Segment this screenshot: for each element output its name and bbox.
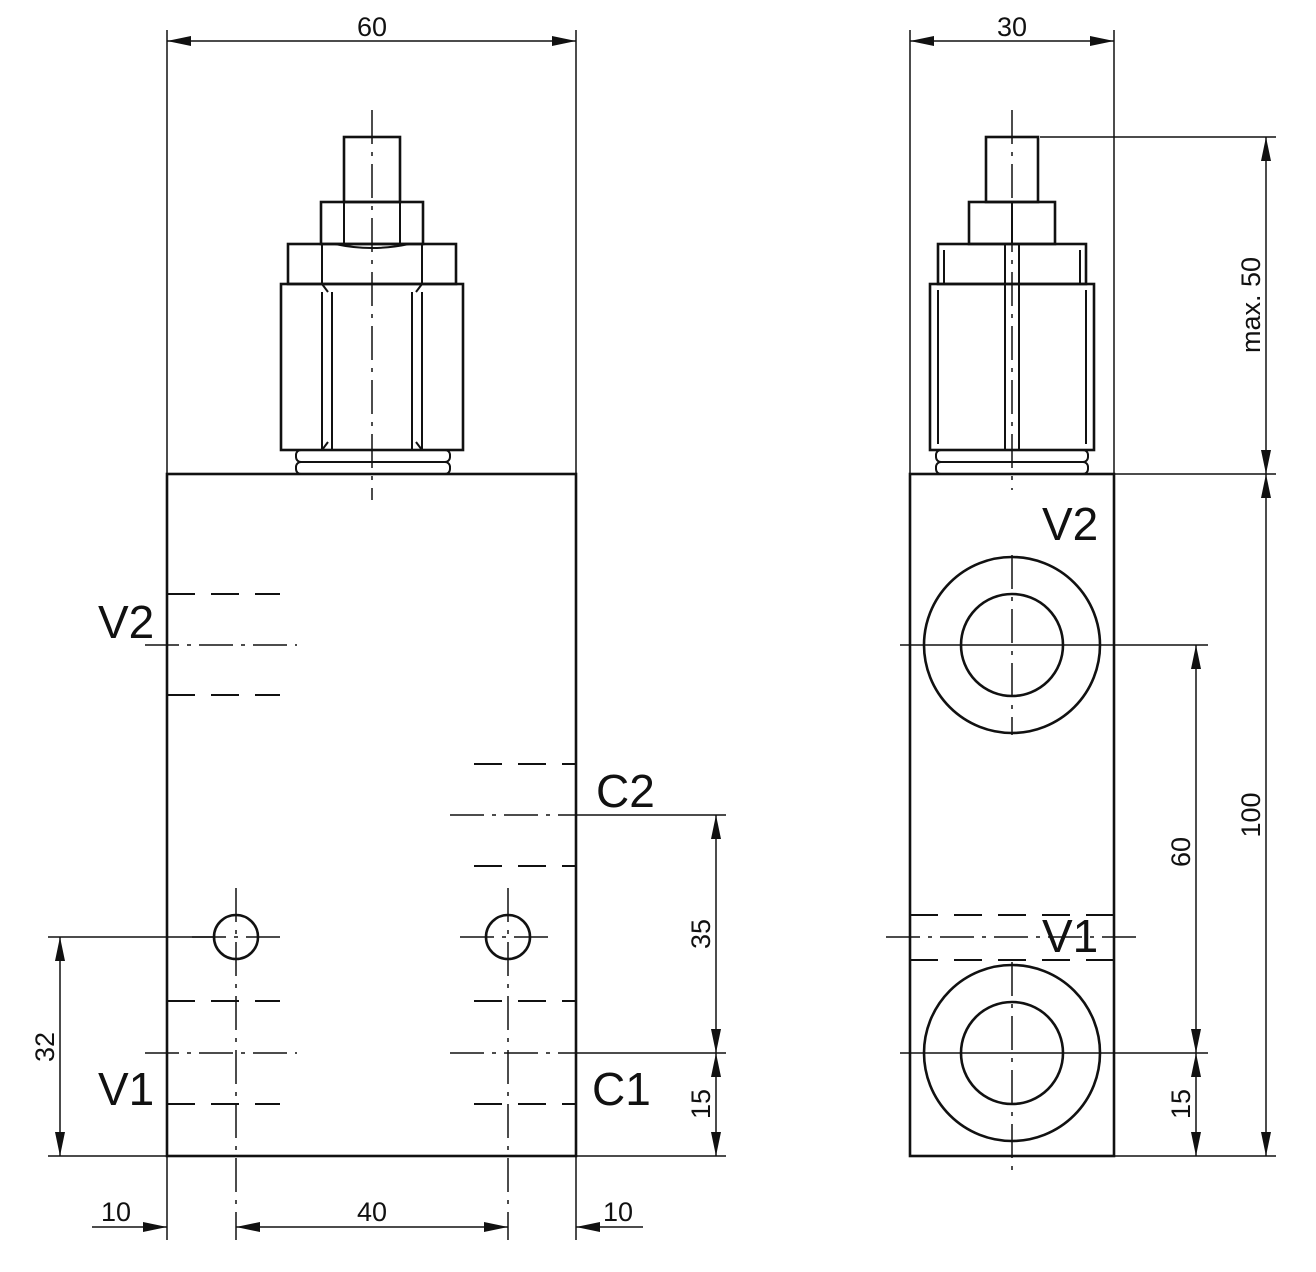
side-port-label-v1: V1 — [1042, 910, 1098, 962]
port-label-v1: V1 — [98, 1063, 154, 1115]
svg-text:32: 32 — [30, 1032, 60, 1062]
svg-text:35: 35 — [686, 919, 716, 949]
svg-text:100: 100 — [1236, 792, 1266, 837]
port-label-v2: V2 — [98, 596, 154, 648]
dim-body-height: 100 — [1236, 474, 1271, 1156]
port-label-c1: C1 — [592, 1063, 651, 1115]
svg-text:max. 50: max. 50 — [1236, 257, 1266, 353]
dim-cartridge-height: max. 50 — [1236, 137, 1271, 474]
front-view: 60 35 15 32 10 40 10 — [30, 12, 726, 1240]
dim-side-port-from-bottom: 15 — [1166, 1053, 1201, 1156]
port-label-c2: C2 — [596, 765, 655, 817]
svg-text:15: 15 — [1166, 1089, 1196, 1119]
dim-hole-spacing: 40 — [236, 1197, 508, 1232]
dim-hole-height: 32 — [30, 937, 65, 1156]
svg-text:30: 30 — [997, 12, 1027, 42]
side-port-label-v2: V2 — [1042, 498, 1098, 550]
dim-front-width: 60 — [167, 12, 576, 46]
dim-left-offset: 10 — [92, 1197, 167, 1232]
dim-port-spacing: 60 — [1166, 645, 1201, 1053]
dim-c1-from-bottom: 15 — [686, 1053, 721, 1156]
svg-text:40: 40 — [357, 1197, 387, 1227]
dim-side-width: 30 — [910, 12, 1114, 46]
svg-text:10: 10 — [603, 1197, 633, 1227]
svg-text:10: 10 — [101, 1197, 131, 1227]
svg-text:60: 60 — [1166, 837, 1196, 867]
dim-right-offset: 10 — [576, 1197, 643, 1232]
dim-c2-c1-spacing: 35 — [686, 815, 721, 1053]
svg-text:60: 60 — [357, 12, 387, 42]
side-view: 30 max. 50 100 60 15 V2 V1 — [886, 12, 1276, 1170]
svg-text:15: 15 — [686, 1089, 716, 1119]
